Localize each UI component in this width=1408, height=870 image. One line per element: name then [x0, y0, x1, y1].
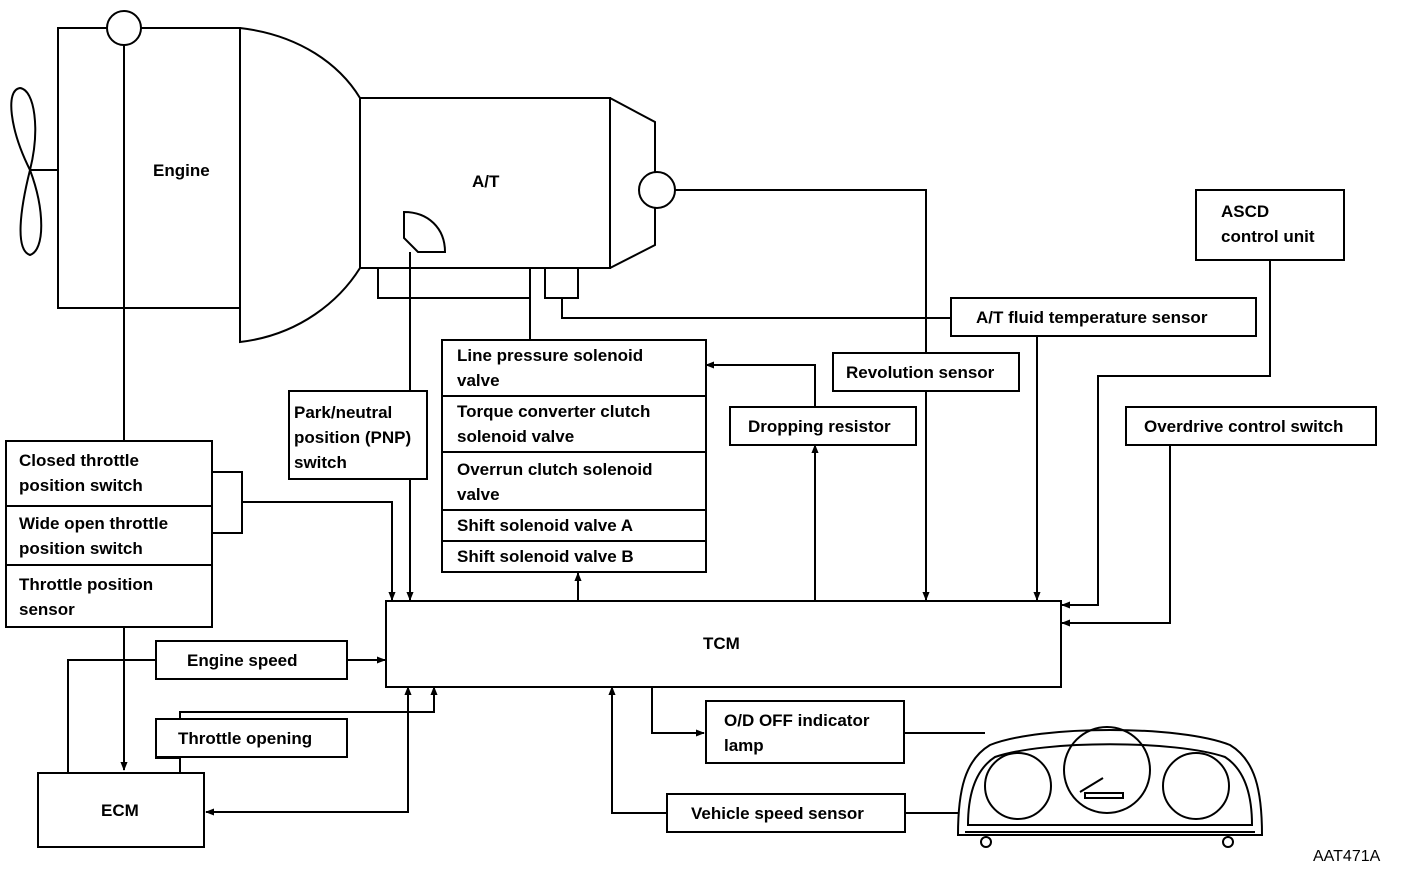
ecm-box: ECM	[37, 772, 205, 848]
vehicle-speed-sensor-box: Vehicle speed sensor	[666, 793, 906, 833]
od-off-indicator-lamp-box: O/D OFF indicator lamp	[705, 700, 905, 764]
throttle-opening-label: Throttle opening	[178, 729, 313, 748]
pnp-switch-shape	[403, 210, 447, 253]
shift-solenoid-valve-a: Shift solenoid valve A	[443, 509, 705, 541]
fan-icon	[10, 86, 43, 257]
engine-speed-label: Engine speed	[187, 651, 298, 670]
engine-speed-box: Engine speed	[155, 640, 348, 680]
throttle-position-sensor: Throttle position sensor	[7, 564, 211, 628]
dropping-resistor-box: Dropping resistor	[729, 406, 917, 446]
vehicle-speed-sensor-label: Vehicle speed sensor	[691, 804, 864, 823]
torque-converter-clutch-solenoid-valve: Torque converter clutch solenoid valve	[443, 395, 705, 453]
at-block	[359, 97, 611, 269]
ascd-control-unit-box: ASCD control unit	[1195, 189, 1345, 261]
revolution-sensor-label: Revolution sensor	[846, 363, 995, 382]
throttle-switch-stack: Closed throttle position switch Wide ope…	[5, 440, 213, 628]
overrun-clutch-solenoid-valve: Overrun clutch solenoid valve	[443, 451, 705, 511]
instrument-cluster	[956, 726, 1264, 848]
fluid-temperature-sensor-label: A/T fluid temperature sensor	[976, 308, 1208, 327]
line-pressure-solenoid-valve: Line pressure solenoid valve	[457, 346, 644, 390]
overdrive-control-switch-label: Overdrive control switch	[1144, 417, 1344, 436]
pnp-switch-label: Park/neutral position (PNP) switch	[294, 403, 412, 472]
engine-block	[57, 27, 241, 309]
throttle-opening-box: Throttle opening	[155, 718, 348, 758]
shift-solenoid-valve-b: Shift solenoid valve B	[443, 540, 705, 572]
wide-open-throttle-position-switch: Wide open throttle position switch	[7, 505, 211, 565]
engine-label: Engine	[153, 161, 210, 180]
at-label: A/T	[472, 172, 500, 191]
ecm-label: ECM	[101, 801, 139, 820]
tcm-box: TCM	[385, 600, 1062, 688]
od-off-indicator-lamp-label: O/D OFF indicator lamp	[724, 711, 870, 755]
tcm-label: TCM	[703, 634, 740, 653]
bell-housing	[239, 27, 361, 344]
solenoid-stack: Line pressure solenoid valve Torque conv…	[441, 339, 707, 573]
revolution-sensor-box: Revolution sensor	[832, 352, 1020, 392]
fluid-temperature-sensor-box: A/T fluid temperature sensor	[950, 297, 1257, 337]
overdrive-control-switch-box: Overdrive control switch	[1125, 406, 1377, 446]
ascd-control-unit-label: ASCD control unit	[1221, 202, 1315, 246]
dropping-resistor-label: Dropping resistor	[748, 417, 891, 436]
closed-throttle-position-switch: Closed throttle position switch	[19, 451, 143, 495]
pnp-switch-box: Park/neutral position (PNP) switch	[288, 390, 428, 480]
throttle-sensor-circle	[106, 10, 142, 46]
revolution-sensor-circle	[638, 171, 676, 209]
figure-id-label: AAT471A	[1313, 848, 1381, 865]
